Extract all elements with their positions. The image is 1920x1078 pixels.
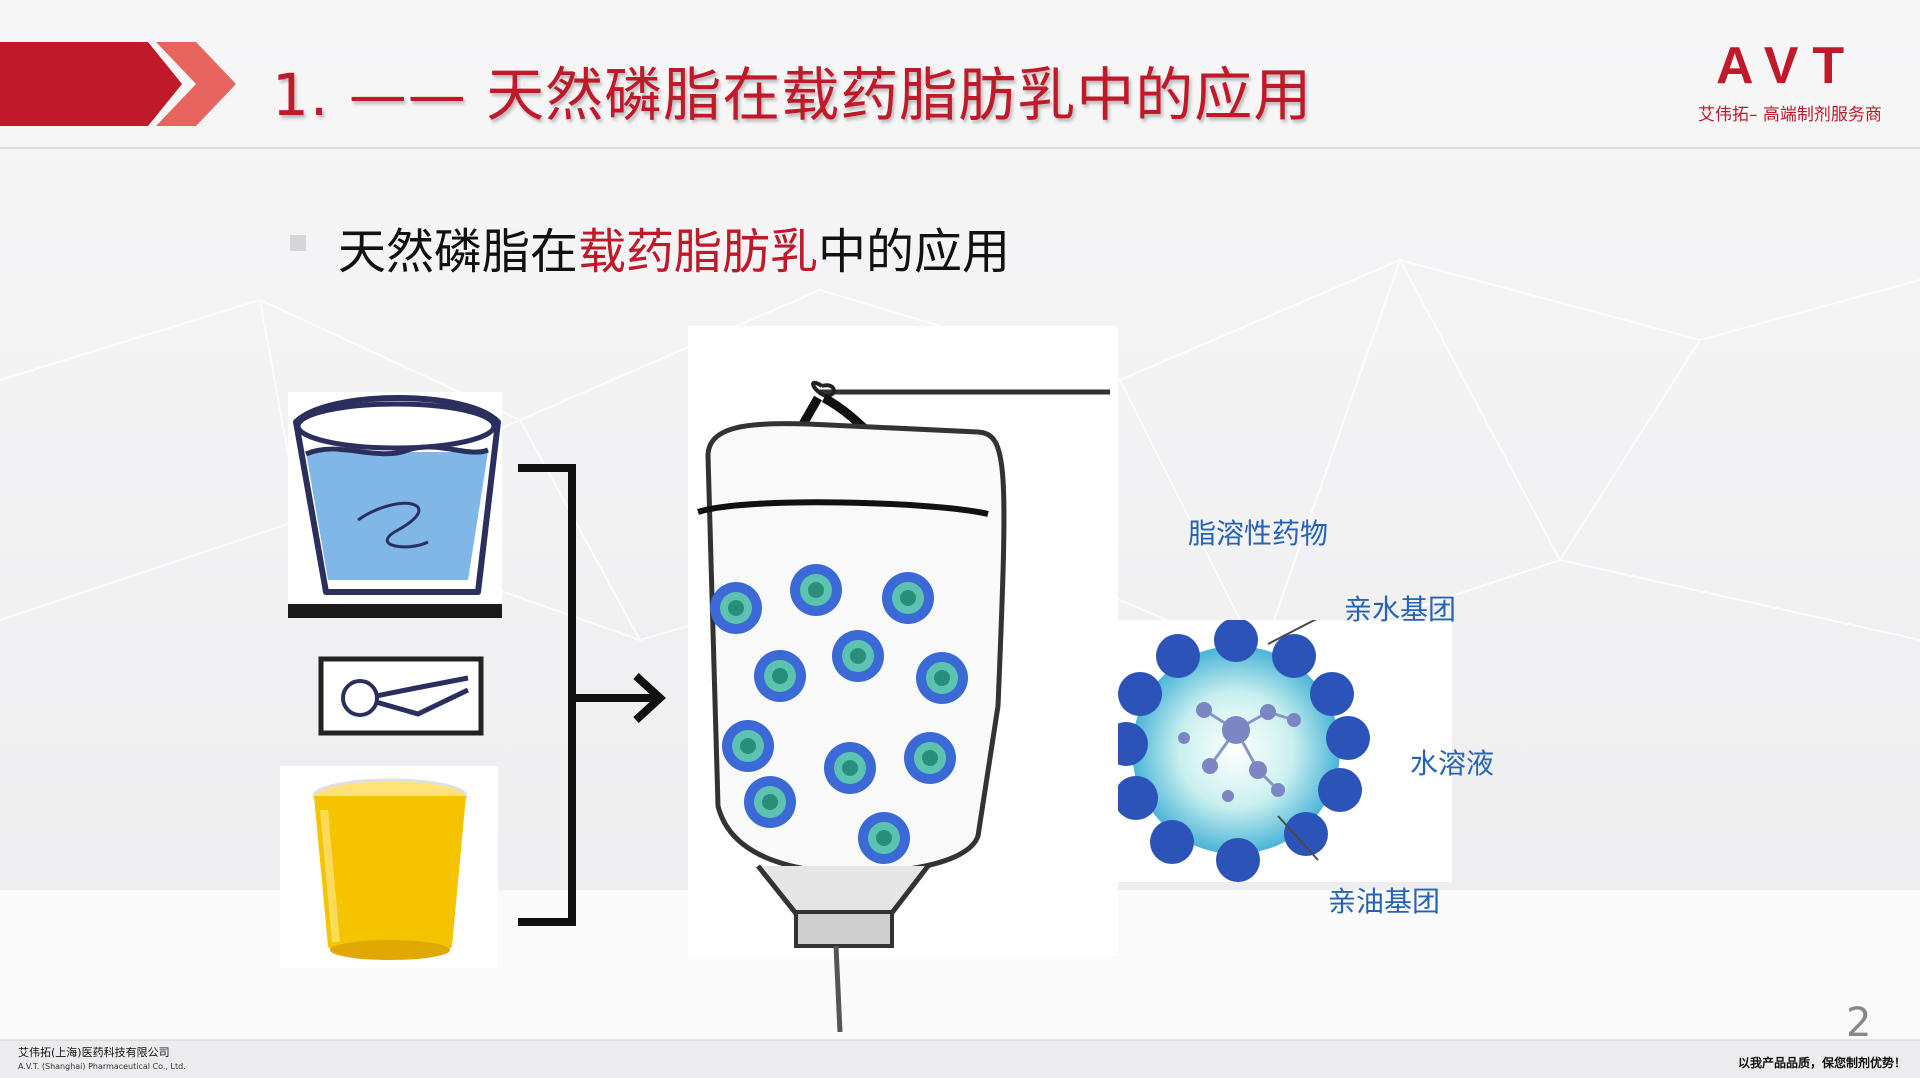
merge-bracket-arrow <box>518 464 666 926</box>
subheading-prefix: 天然磷脂在 <box>338 224 579 280</box>
label-water-solution: 水溶液 <box>1410 747 1495 780</box>
subheading: 天然磷脂在载药脂肪乳中的应用 <box>338 212 1010 282</box>
subheading-highlight: 载药脂肪乳 <box>578 224 819 280</box>
subheading-suffix: 中的应用 <box>818 224 1011 280</box>
phospholipid-molecule-illustration <box>318 656 484 736</box>
avt-logo: AVT <box>1716 37 1859 95</box>
footer-company: 艾伟拓(上海)医药科技有限公司 A.V.T. (Shanghai) Pharma… <box>18 1046 186 1074</box>
footer-slogan: 以我产品品质，保您制剂优势！ <box>1738 1056 1907 1070</box>
iv-infusion-bottle-illustration <box>688 326 1118 1032</box>
page-number: 2 <box>1846 1000 1872 1046</box>
micelle-structure-diagram <box>1118 620 1452 882</box>
company-name-cn: 艾伟拓(上海)医药科技有限公司 <box>18 1046 170 1059</box>
logo-tagline: 艾伟拓– 高端制剂服务商 <box>1698 105 1882 125</box>
company-name-en: A.V.T. (Shanghai) Pharmaceutical Co., Lt… <box>18 1062 186 1071</box>
bullet-square-icon <box>290 235 306 251</box>
label-hydrophilic-group: 亲水基团 <box>1344 593 1457 626</box>
label-lipophilic-drug: 脂溶性药物 <box>1188 517 1329 550</box>
water-glass-illustration <box>288 392 502 618</box>
slide-title: 1. —— 天然磷脂在载药脂肪乳中的应用 <box>272 61 1313 129</box>
label-lipophilic-group: 亲油基团 <box>1328 885 1441 918</box>
juice-glass-illustration <box>280 766 498 968</box>
header-ribbon <box>0 42 236 126</box>
